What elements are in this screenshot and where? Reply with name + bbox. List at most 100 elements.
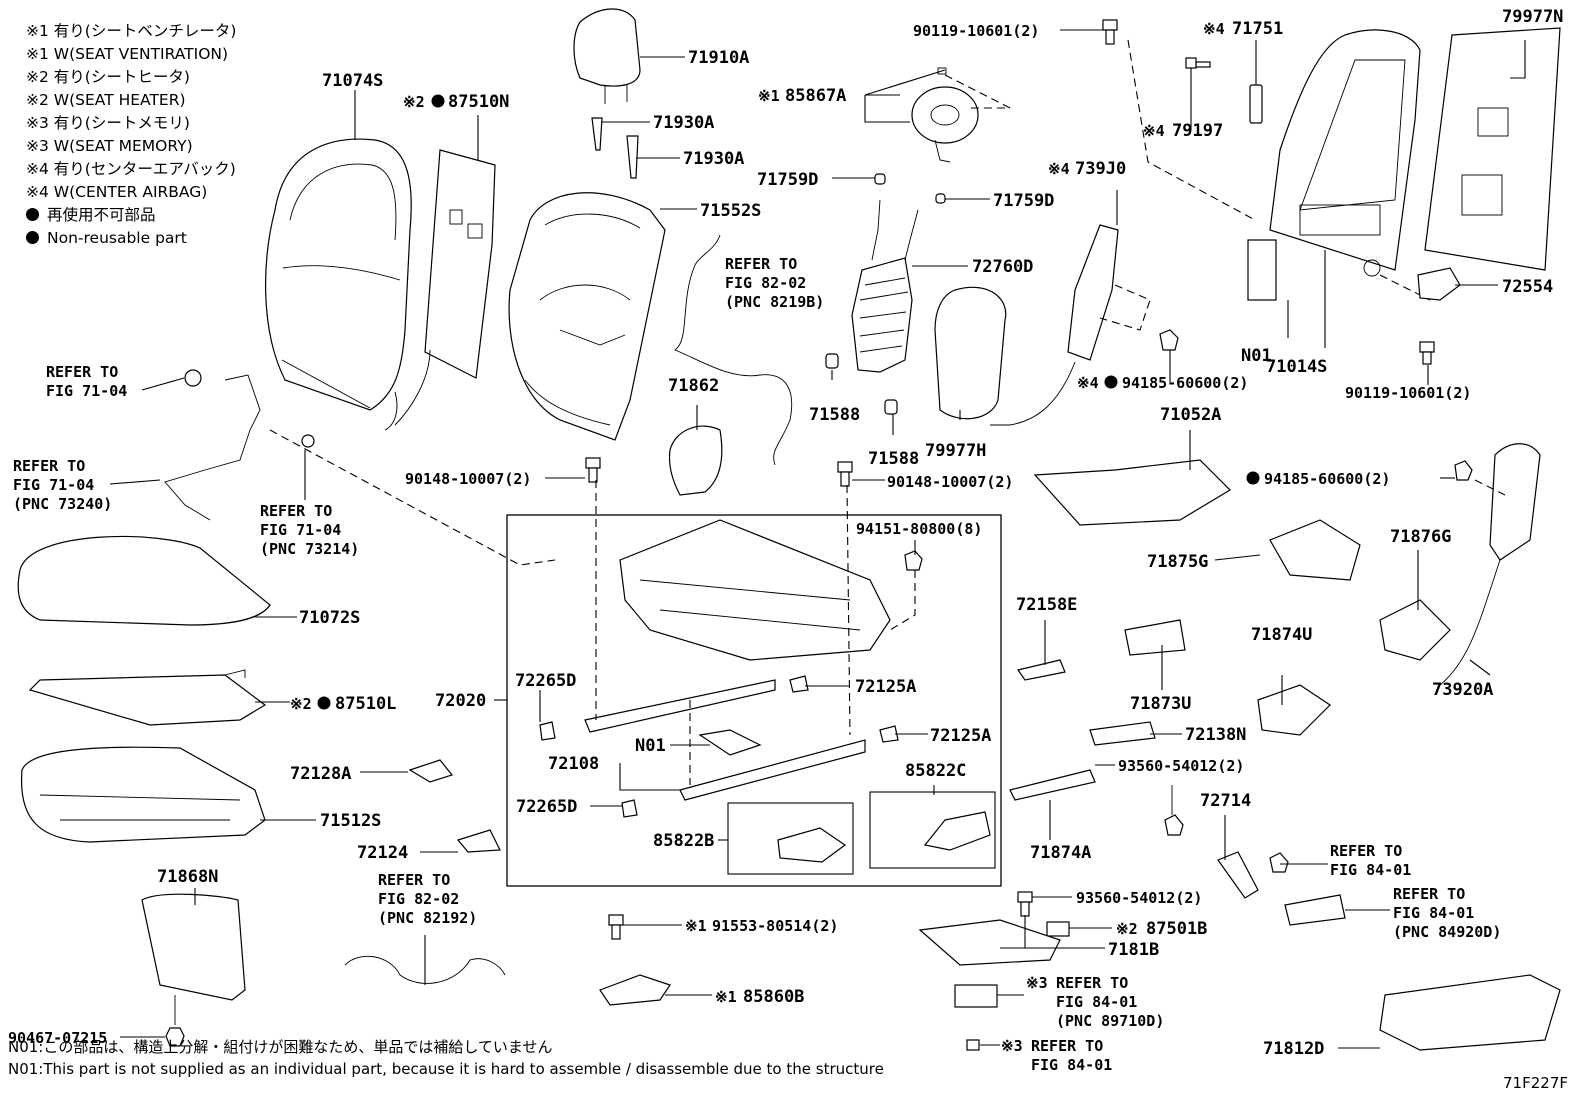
note-mark-label: ※1 bbox=[758, 87, 780, 105]
refer-to-label: FIG 84-01 bbox=[1031, 1056, 1112, 1074]
legend-item: ※4 有り(センターエアバック) bbox=[26, 160, 236, 178]
side-trim-drawing bbox=[141, 893, 246, 1001]
part-number-label: 71874A bbox=[1030, 843, 1091, 863]
vent-duct-drawing bbox=[599, 974, 671, 1006]
part-number-label: 72124 bbox=[357, 843, 408, 863]
clip-drawing bbox=[165, 1027, 185, 1047]
airbag-dashed-link bbox=[1474, 479, 1506, 496]
clip-drawing bbox=[539, 721, 556, 741]
legend-item: ※4 W(CENTER AIRBAG) bbox=[26, 183, 208, 201]
part-number-label: 71868N bbox=[157, 867, 218, 887]
clip-drawing bbox=[621, 799, 638, 818]
cushion-heater-drawing bbox=[28, 674, 267, 726]
part-number-label: N01 bbox=[635, 736, 666, 756]
note-mark-label: ※4 bbox=[1203, 20, 1225, 38]
refer-to-label: (PNC 89710D) bbox=[1056, 1012, 1164, 1030]
seat-track-link-drawing bbox=[1033, 459, 1231, 526]
refer-to-label: (PNC 73214) bbox=[260, 540, 359, 558]
part-number-label: 71512S bbox=[320, 811, 381, 831]
bolt-drawing bbox=[608, 914, 624, 926]
legend-item: ※1 有り(シートベンチレータ) bbox=[26, 22, 237, 40]
headrest-drawing bbox=[573, 8, 641, 104]
part-number-label: 85822B bbox=[653, 831, 714, 851]
bracket-drawing bbox=[1124, 619, 1186, 656]
bolt-drawing bbox=[1020, 901, 1030, 917]
refer-to-label: FIG 84-01 bbox=[1393, 904, 1474, 922]
note-mark-label: ※3 bbox=[1026, 974, 1048, 992]
legend: ※1 有り(シートベンチレータ) ※1 W(SEAT VENTIRATION) … bbox=[26, 20, 236, 250]
note-mark-label: ※2 bbox=[1116, 920, 1138, 938]
refer-to-label: REFER TO bbox=[1056, 974, 1128, 992]
rail-cover-drawing bbox=[1089, 721, 1156, 746]
connector-drawing bbox=[1046, 921, 1070, 937]
refer-to-label: (PNC 84920D) bbox=[1393, 923, 1501, 941]
legend-item: Non-reusable part bbox=[26, 227, 236, 250]
clip-drawing bbox=[825, 353, 839, 369]
part-number-label: 72760D bbox=[972, 257, 1033, 277]
legend-item: ※3 W(SEAT MEMORY) bbox=[26, 137, 193, 155]
non-reusable-dot-icon bbox=[317, 696, 331, 710]
bolt-drawing bbox=[1269, 852, 1289, 873]
note-mark-label: ※2 bbox=[403, 93, 425, 111]
bolt-drawing bbox=[184, 19, 1473, 571]
seat-back-frame-drawing bbox=[1269, 29, 1421, 277]
refer-to-label: REFER TO bbox=[378, 871, 450, 889]
bracket-drawing bbox=[1269, 519, 1361, 581]
small-cover-drawing bbox=[408, 759, 454, 783]
part-number-label: 71074S bbox=[322, 71, 383, 91]
part-number-label: 85867A bbox=[785, 86, 846, 106]
ecu-drawing bbox=[954, 984, 998, 1008]
part-number-label: 71930A bbox=[653, 113, 714, 133]
motor-kit-b-drawing bbox=[777, 827, 847, 863]
seat-back-cover-drawing bbox=[265, 138, 412, 431]
part-number-label: 71812D bbox=[1263, 1039, 1324, 1059]
legend-item: ※2 W(SEAT HEATER) bbox=[26, 91, 186, 109]
handle-drawing bbox=[1017, 659, 1066, 681]
part-number-label: 72265D bbox=[516, 797, 577, 817]
refer-to-label: FIG 82-02 bbox=[378, 890, 459, 908]
ventilation-fan-drawing bbox=[911, 67, 979, 163]
part-number-label: 71751 bbox=[1232, 19, 1283, 39]
refer-to-labels: REFER TO FIG 71-04 REFER TO FIG 71-04 (P… bbox=[13, 255, 1501, 1074]
bolt-drawing bbox=[611, 924, 621, 940]
shield-cover-drawing bbox=[668, 425, 723, 496]
buckle-dashed-link bbox=[269, 429, 556, 566]
motor-kit-c-drawing bbox=[923, 811, 991, 851]
part-number-label: 71876G bbox=[1390, 527, 1451, 547]
refer-to-label: (PNC 73240) bbox=[13, 495, 112, 513]
center-airbag-drawing bbox=[990, 224, 1119, 426]
part-number-label: 85860B bbox=[743, 987, 804, 1007]
seat-cushion-cover-drawing bbox=[17, 535, 271, 626]
refer-to-label: FIG 71-04 bbox=[13, 476, 94, 494]
motor-drawing bbox=[1247, 239, 1277, 301]
note-mark-label: ※4 bbox=[1143, 122, 1165, 140]
bolt-drawing bbox=[966, 1039, 980, 1051]
note-mark-label: ※3 bbox=[1001, 1037, 1023, 1055]
part-number-label: 71875G bbox=[1147, 552, 1208, 572]
refer-to-label: FIG 71-04 bbox=[260, 521, 341, 539]
refer-to-label: REFER TO bbox=[46, 363, 118, 381]
recliner-knob-drawing bbox=[1417, 267, 1461, 301]
note-mark-label: ※4 bbox=[1077, 374, 1099, 392]
part-number-label: 72138N bbox=[1185, 725, 1246, 745]
non-reusable-dot-icon bbox=[1246, 471, 1260, 485]
non-reusable-dot-icon bbox=[431, 94, 445, 108]
non-reusable-dot-icon bbox=[1104, 375, 1118, 389]
part-number-label: 94151-80800(8) bbox=[856, 520, 982, 538]
legend-item: ※1 W(SEAT VENTIRATION) bbox=[26, 45, 229, 63]
refer-to-label: REFER TO bbox=[1031, 1037, 1103, 1055]
refer-to-label: REFER TO bbox=[1330, 842, 1402, 860]
part-number-label: 7181B bbox=[1108, 940, 1159, 960]
seat-back-board-drawing bbox=[1424, 27, 1561, 271]
wire-harness-drawing bbox=[674, 234, 793, 466]
part-number-label: 71014S bbox=[1266, 357, 1327, 377]
part-number-label: 91553-80514(2) bbox=[712, 917, 838, 935]
clip-drawing bbox=[935, 193, 946, 204]
wire-harness-bottom-drawing bbox=[344, 955, 506, 984]
refer-to-label: REFER TO bbox=[1393, 885, 1465, 903]
part-number-label: 72125A bbox=[930, 726, 991, 746]
airbag-dashed-link bbox=[1099, 284, 1151, 331]
bracket-drawing bbox=[1217, 851, 1259, 899]
side-shield-drawing bbox=[1379, 974, 1561, 1051]
non-reusable-dot-icon bbox=[26, 231, 39, 244]
